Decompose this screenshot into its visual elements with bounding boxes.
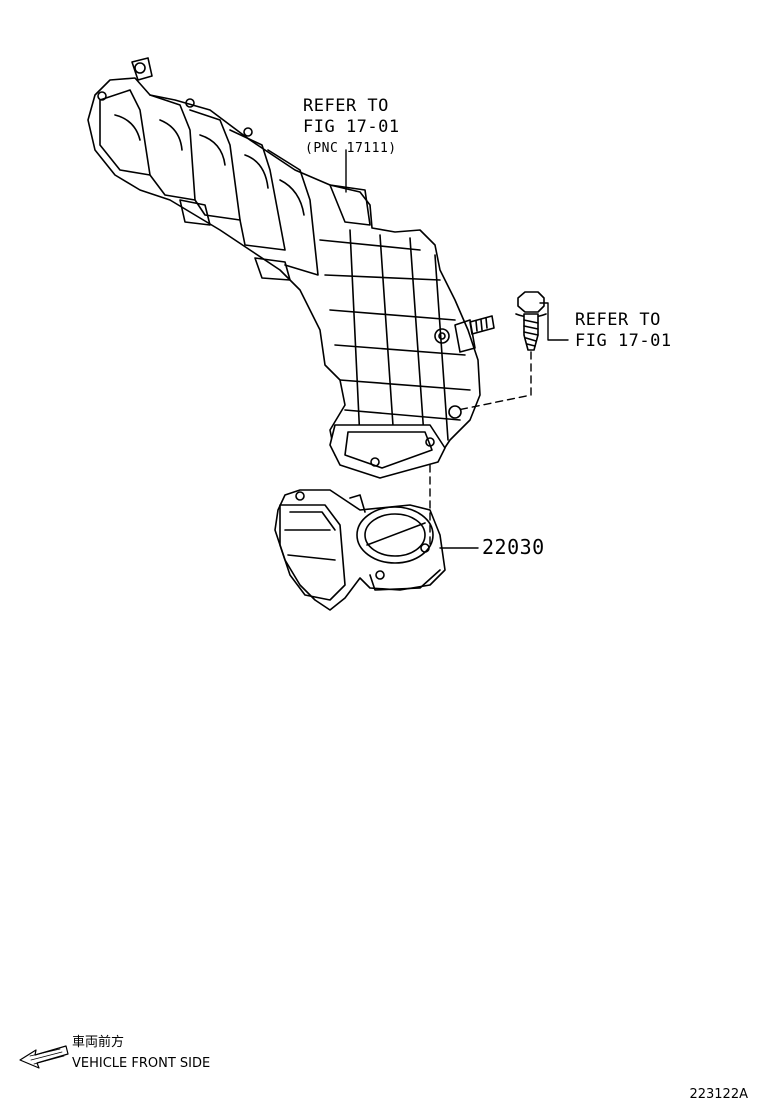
stud-drawing — [469, 315, 495, 335]
manifold-refer-to-text: REFER TO — [303, 96, 389, 116]
bolt-reference-callout: REFER TO FIG 17-01 — [575, 310, 672, 352]
bolt-refer-to-text: REFER TO — [575, 310, 661, 330]
intake-manifold-drawing — [87, 57, 481, 479]
legend-japanese-text: 車両前方 — [72, 1035, 125, 1050]
bolt-figure-ref-text: FIG 17-01 — [575, 331, 672, 351]
alignment-dashes — [429, 351, 532, 546]
bolt-drawing — [515, 291, 547, 351]
legend-english-text: VEHICLE FRONT SIDE — [72, 1056, 211, 1071]
manifold-pnc-text: (PNC 17111) — [305, 141, 397, 156]
manifold-reference-callout: REFER TO FIG 17-01 (PNC 17111) — [303, 96, 400, 159]
leader-lines — [345, 149, 569, 549]
throttle-body-drawing — [274, 489, 446, 611]
manifold-figure-ref-text: FIG 17-01 — [303, 117, 400, 137]
front-direction-arrow-icon — [19, 1045, 69, 1069]
figure-id: 223122A — [689, 1087, 748, 1102]
throttle-body-part-number: 22030 — [482, 535, 545, 559]
